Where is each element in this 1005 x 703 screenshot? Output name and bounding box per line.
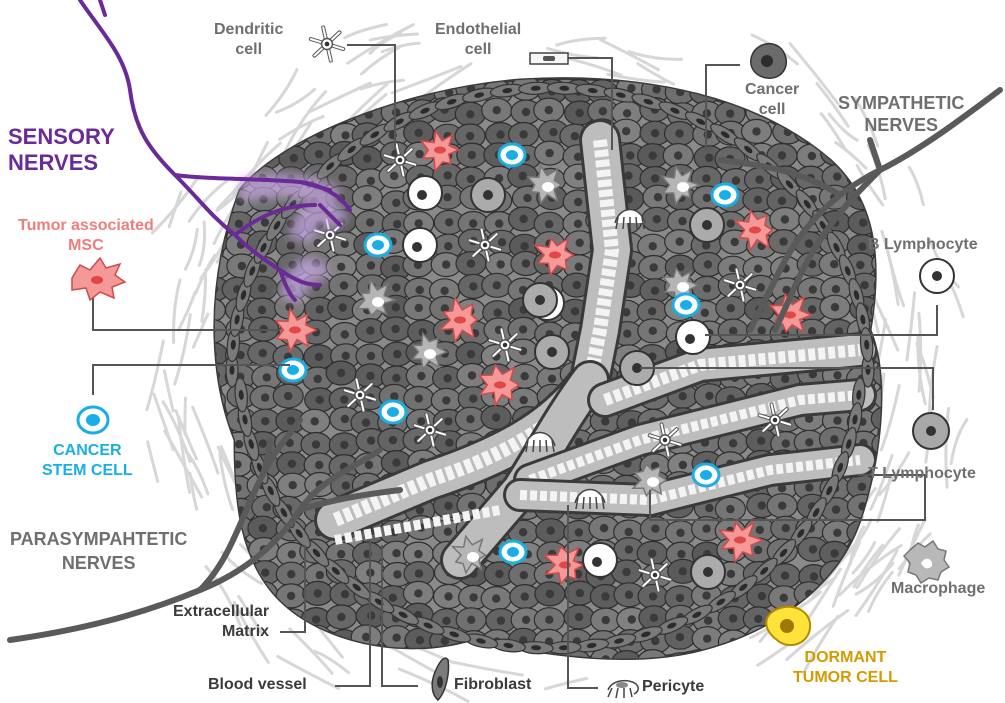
label-blood-vessel: Blood vessel	[208, 676, 307, 694]
label-parasympathetic-nerves: PARASYMPAHTETIC NERVES	[10, 527, 187, 575]
label-sympathetic-nerves: SYMPATHETIC NERVES	[838, 92, 964, 136]
endothelial-cell-icon	[530, 53, 568, 64]
label-t-lymphocyte: T Lymphocyte	[868, 465, 976, 483]
cancer-cell-icon	[751, 44, 787, 79]
fibroblast-icon	[432, 658, 448, 700]
label-dormant-tumor-cell: DORMANT TUMOR CELL	[793, 648, 898, 688]
pericyte-icon	[608, 681, 638, 698]
cancer-stem-cell-icon	[78, 407, 108, 433]
label-tumor-associated-msc: Tumor associated MSC	[18, 216, 154, 256]
label-macrophage: Macrophage	[891, 580, 985, 598]
dormant-tumor-cell-icon	[766, 607, 810, 645]
label-b-lymphocyte: B Lymphocyte	[868, 236, 978, 254]
label-cancer-cell: Cancer cell	[745, 80, 799, 120]
label-sensory-nerves: SENSORY NERVES	[8, 124, 115, 176]
label-dendritic-cell: Dendritic cell	[214, 20, 283, 60]
label-extracellular-matrix: Extracellular Matrix	[173, 602, 269, 642]
label-cancer-stem-cell: CANCER STEM CELL	[42, 441, 133, 481]
b-lymphocyte-icon	[920, 259, 954, 293]
label-pericyte: Pericyte	[642, 678, 704, 696]
label-fibroblast: Fibroblast	[454, 676, 531, 694]
msc-cell-icon	[72, 258, 125, 300]
label-endothelial-cell: Endothelial cell	[435, 20, 521, 60]
dendritic-cell-icon	[311, 27, 343, 60]
t-lymphocyte-icon	[913, 413, 949, 449]
